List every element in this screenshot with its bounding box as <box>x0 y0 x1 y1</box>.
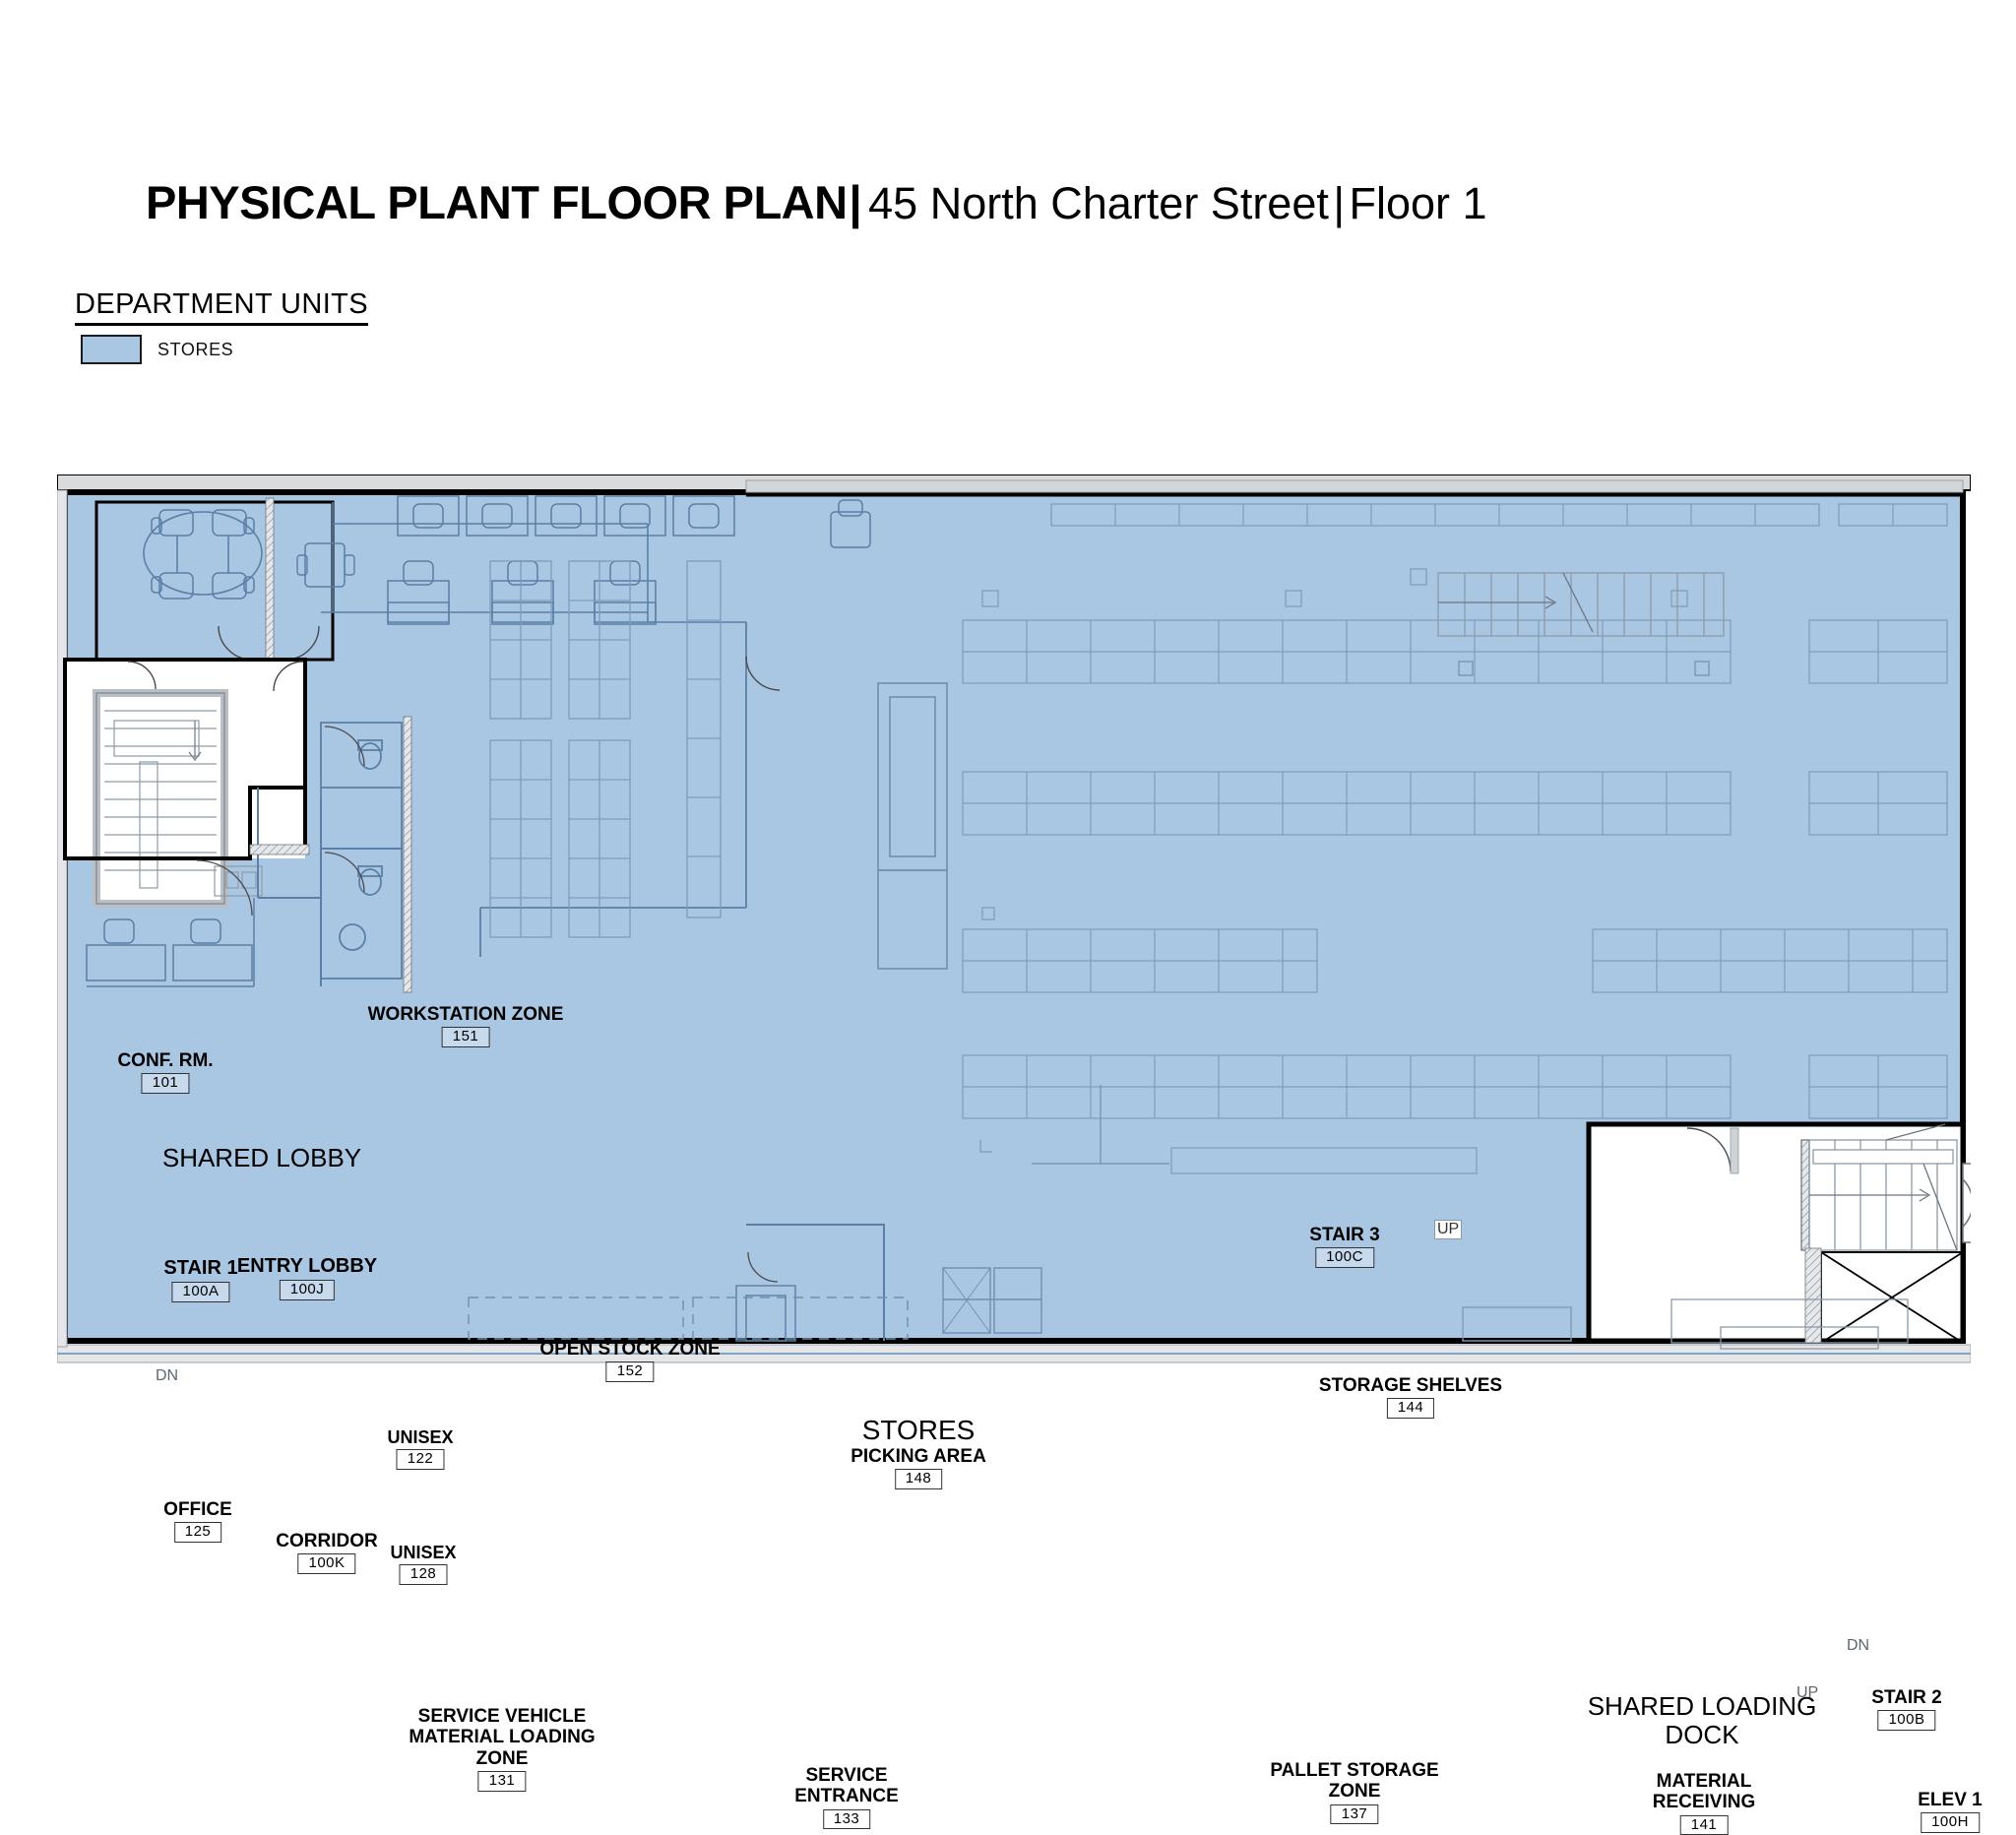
stair-marker-up-stair2: UP <box>1796 1684 1819 1701</box>
bottom-floor-features <box>468 1224 1572 1342</box>
title-address: 45 North Charter Street <box>868 178 1329 228</box>
legend-heading: DEPARTMENT UNITS <box>75 288 369 326</box>
office-restroom-block <box>65 716 412 993</box>
central-partitions <box>479 524 781 957</box>
stair-marker-dn-stair2: DN <box>1847 1637 1870 1654</box>
stair-3-run <box>1437 572 1725 637</box>
room-label-pallet-zone: PALLET STORAGE ZONE 137 <box>1270 1760 1439 1825</box>
room-number-office-125: 125 <box>173 1522 222 1544</box>
room-label-elev-1: ELEV 1 100H <box>1918 1790 1983 1834</box>
shared-loading-dock-area <box>1586 1121 1971 1350</box>
legend-item-stores: STORES <box>81 335 233 364</box>
department-label-stores: STORES <box>862 1415 976 1445</box>
office-partitions <box>265 497 648 663</box>
room-name-stair-2: STAIR 2 <box>1871 1687 1942 1708</box>
room-number-corridor: 100K <box>297 1553 356 1575</box>
room-name-loading-dock: SHARED LOADING DOCK <box>1587 1691 1817 1750</box>
room-number-service-entrance: 133 <box>822 1808 871 1830</box>
room-name-pallet-zone: PALLET STORAGE ZONE <box>1270 1760 1439 1803</box>
room-name-loading-zone: SERVICE VEHICLE MATERIAL LOADING ZONE <box>409 1706 596 1769</box>
room-number-stair-2: 100B <box>1877 1710 1936 1732</box>
room-name-service-entrance: SERVICE ENTRANCE <box>794 1765 899 1807</box>
stair-marker-up-stair3: UP <box>1434 1220 1463 1239</box>
room-number-elev-1: 100H <box>1921 1812 1980 1834</box>
page-title: PHYSICAL PLANT FLOOR PLAN| 45 North Char… <box>146 175 1487 229</box>
department-name-stores: STORES <box>861 1415 976 1445</box>
stair-marker-dn-stair1: DN <box>156 1367 179 1384</box>
room-name-picking-area: PICKING AREA <box>850 1446 986 1467</box>
room-name-elev-1: ELEV 1 <box>1918 1790 1983 1810</box>
room-name-unisex-122: UNISEX <box>387 1427 454 1447</box>
room-number-material-receiving: 141 <box>1679 1814 1729 1835</box>
room-number-picking-area: 148 <box>894 1469 943 1490</box>
room-number-unisex-122: 122 <box>396 1449 445 1470</box>
room-label-picking-area: PICKING AREA 148 <box>850 1446 986 1490</box>
floor-plan-drawing: CONF. RM. 101 WORKSTATION ZONE 151 SHARE… <box>57 475 1983 1835</box>
room-label-service-entrance: SERVICE ENTRANCE 133 <box>794 1765 899 1830</box>
room-name-material-receiving: MATERIAL RECEIVING <box>1652 1771 1756 1813</box>
top-corridor-wall <box>745 479 1964 497</box>
room-name-unisex-128: UNISEX <box>390 1543 457 1562</box>
room-label-unisex-122: UNISEX 122 <box>387 1427 454 1470</box>
room-label-stair-2: STAIR 2 100B <box>1871 1687 1942 1732</box>
title-separator-1: | <box>849 176 862 228</box>
room-label-unisex-128: UNISEX 128 <box>390 1543 457 1585</box>
floor-notation-lines <box>1032 661 1710 1165</box>
shared-lobby-area <box>63 658 307 908</box>
legend-color-swatch-stores <box>81 335 142 364</box>
legend-label-stores: STORES <box>158 339 234 359</box>
room-number-pallet-zone: 137 <box>1330 1803 1379 1825</box>
open-stock-shelving <box>489 560 948 970</box>
room-label-loading-zone: SERVICE VEHICLE MATERIAL LOADING ZONE 13… <box>409 1706 596 1792</box>
room-label-material-receiving: MATERIAL RECEIVING 141 <box>1652 1771 1756 1835</box>
room-number-unisex-128: 128 <box>399 1564 448 1585</box>
room-name-office-125: OFFICE <box>163 1499 232 1520</box>
title-separator-2: | <box>1333 178 1346 228</box>
room-name-corridor: CORRIDOR <box>276 1531 378 1551</box>
room-label-office-125: OFFICE 125 <box>163 1499 232 1544</box>
room-label-loading-dock: SHARED LOADING DOCK <box>1587 1691 1817 1750</box>
storage-shelving-grid <box>962 503 1948 1174</box>
title-main: PHYSICAL PLANT FLOOR PLAN <box>146 176 848 228</box>
title-floor: Floor 1 <box>1349 178 1487 228</box>
room-number-loading-zone: 131 <box>477 1770 527 1792</box>
workstation-furniture <box>387 495 871 625</box>
floor-plan-svg <box>57 475 1971 1363</box>
room-label-corridor: CORRIDOR 100K <box>276 1531 378 1575</box>
